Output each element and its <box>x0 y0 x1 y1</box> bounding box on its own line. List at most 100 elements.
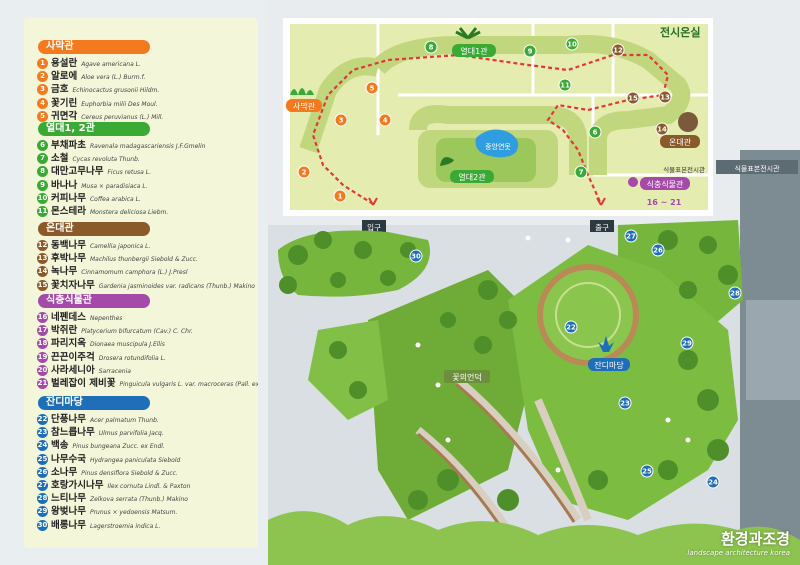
legend-item-name: 박쥐란 <box>51 325 78 337</box>
map-marker-9: 9 <box>523 44 537 58</box>
map-marker-circle <box>655 122 669 136</box>
exit-label: 출구 <box>595 222 609 232</box>
legend-item-number: 14 <box>37 266 48 278</box>
map-marker-number: 6 <box>593 129 598 137</box>
lawn-label: 잔디마당 <box>588 336 630 371</box>
legend-item-name: 금호 <box>51 84 69 96</box>
map-marker-number: 14 <box>657 126 667 134</box>
map-marker-22: 22 <box>564 320 578 334</box>
tropical1-zone-label: 열대1관 <box>452 27 496 57</box>
legend-item-name: 사라세니아 <box>51 364 95 376</box>
map-marker-circle <box>564 320 578 334</box>
legend-item-latin: Platycerium bifurcatum (Cav.) C. Chr. <box>81 328 193 336</box>
carnivorous-zone: 식충식물관 16 ~ 21 <box>628 177 690 207</box>
legend-item-number: 22 <box>37 414 48 425</box>
map-marker-6: 6 <box>588 125 602 139</box>
map-marker-circle <box>565 37 579 51</box>
svg-text:온대관: 온대관 <box>669 137 692 147</box>
map-marker-15: 15 <box>626 91 640 105</box>
map-marker-number: 12 <box>613 47 623 55</box>
svg-text:잔디마당: 잔디마당 <box>594 360 624 370</box>
temperate-zone: 온대관 <box>660 112 700 148</box>
legend-item-latin: Drosera rotundifolia L. <box>98 354 166 362</box>
map-marker-number: 3 <box>339 117 344 125</box>
legend-item-name: 알로에 <box>51 71 78 83</box>
map-marker-number: 23 <box>620 400 630 408</box>
legend-item-name: 끈끈이주걱 <box>51 351 95 363</box>
svg-text:열대2관: 열대2관 <box>458 172 486 182</box>
map-marker-23: 23 <box>618 396 632 410</box>
legend-item-latin: Aloe vera (L.) Burm.f. <box>81 74 146 82</box>
legend-item-name: 꽃기린 <box>51 97 78 109</box>
legend-item-number: 23 <box>37 427 48 439</box>
legend-section-title: 열대1, 2관 <box>46 123 95 134</box>
legend-item-latin: Echinocactus grusonii Hildm. <box>72 87 160 95</box>
map-marker-circle <box>728 286 742 300</box>
map-marker-circle <box>624 229 638 243</box>
legend-item-name: 백송 <box>51 440 69 452</box>
legend-item-latin: Lagerstroemia indica L. <box>89 522 161 530</box>
map-marker-14: 14 <box>655 122 669 136</box>
map-marker-circle <box>588 125 602 139</box>
map-marker-circle <box>523 44 537 58</box>
legend-item-name: 대만고무나무 <box>51 166 104 178</box>
legend-section-title: 잔디마당 <box>46 397 83 408</box>
legend-item-latin: Cinnamomum camphora (L.) J.Presl <box>81 269 188 277</box>
map-marker-circle <box>297 165 311 179</box>
legend-item-name: 소철 <box>51 153 69 165</box>
map-marker-number: 8 <box>429 44 434 52</box>
legend-item-latin: Pinus densiflora Siebold & Zucc. <box>81 469 178 477</box>
legend-item-name: 참느릅나무 <box>51 427 95 439</box>
legend-item-latin: Pinus bungeana Zucc. ex Endl. <box>72 443 165 451</box>
svg-text:꽃의언덕: 꽃의언덕 <box>452 372 481 382</box>
map-marker-circle <box>618 396 632 410</box>
legend-item-number: 27 <box>37 480 48 491</box>
map-marker-circle <box>409 249 423 263</box>
flower-hill-label: 꽃의언덕 <box>444 370 490 383</box>
legend-item-number: 1 <box>37 58 48 69</box>
map-marker-circle <box>680 336 694 350</box>
map-marker-number: 7 <box>579 169 584 177</box>
map-marker-number: 4 <box>383 117 388 125</box>
legend-item-name: 배롱나무 <box>51 519 86 531</box>
legend-section-title: 식충식물관 <box>46 295 92 306</box>
svg-text:열대1관: 열대1관 <box>460 46 488 56</box>
map-marker-27: 27 <box>624 229 638 243</box>
map-marker-number: 15 <box>628 95 638 103</box>
map-marker-circle <box>658 90 672 104</box>
map-marker-11: 11 <box>558 78 572 92</box>
map-marker-number: 2 <box>302 169 307 177</box>
map-marker-number: 1 <box>338 193 343 201</box>
map-marker-29: 29 <box>680 336 694 350</box>
pond-label: 중앙연못 <box>485 143 511 151</box>
map-marker-circle <box>378 113 392 127</box>
map-marker-circle <box>333 189 347 203</box>
map-marker-number: 13 <box>660 94 670 102</box>
legend-item-latin: Gardenia jasminoides var. radicans (Thun… <box>98 282 255 290</box>
watermark-title: 환경과조경 <box>720 530 790 548</box>
map-marker-number: 24 <box>708 479 718 487</box>
map-marker-circle <box>334 113 348 127</box>
legend-item-number: 8 <box>37 166 48 178</box>
desert-zone: 사막관 <box>286 88 322 112</box>
central-pond <box>475 129 519 158</box>
specimen-room-label: 식물표본전시관 <box>663 165 705 174</box>
map-marker-circle <box>651 243 665 257</box>
legend-section-header: 사막관 <box>38 40 150 54</box>
legend-item-latin: Sarracenia <box>98 367 131 375</box>
map-marker-30: 30 <box>409 249 423 263</box>
legend-item-latin: Ficus retusa L. <box>107 169 151 177</box>
map-marker-number: 22 <box>566 324 576 332</box>
